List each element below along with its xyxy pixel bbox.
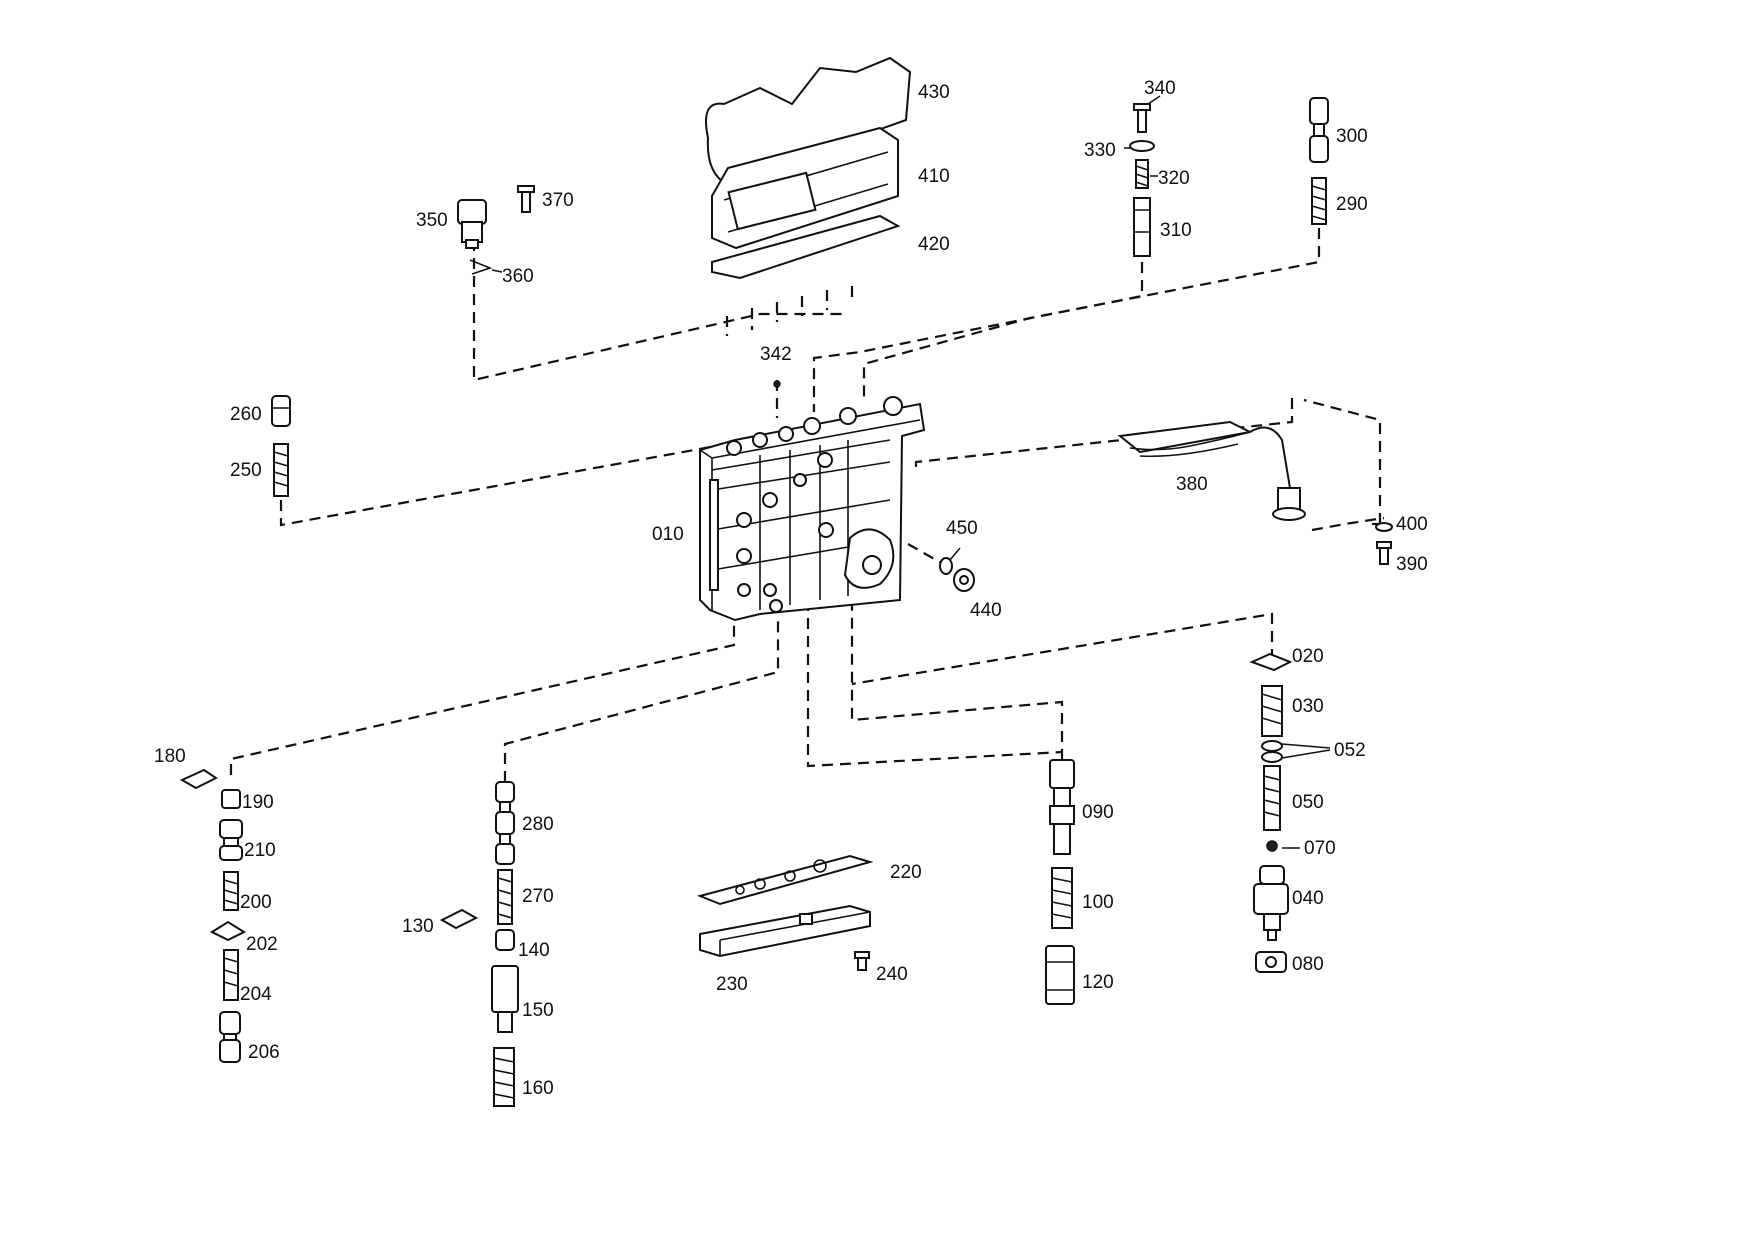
callout-220: 220 [890, 862, 922, 883]
valve-spool-icon [1309, 97, 1329, 163]
pin-icon [773, 380, 781, 388]
cover-icon [711, 126, 899, 250]
callout-210: 210 [244, 840, 276, 861]
cover-plate-icon [699, 904, 871, 958]
ball-icon [1266, 840, 1278, 852]
shim-icon [1261, 740, 1283, 763]
callout-330: 330 [1084, 140, 1116, 161]
screw-icon [1376, 541, 1392, 565]
screw-icon [854, 951, 870, 971]
plug-icon [953, 568, 975, 592]
part-callouts: 430 410 420 342 350 370 360 340 330 320 … [154, 78, 1428, 1099]
spring-icon [497, 869, 513, 925]
retainer-plate-icon [179, 768, 218, 790]
spring-icon [493, 1047, 515, 1107]
gasket-icon [711, 214, 901, 280]
callout-310: 310 [1160, 220, 1192, 241]
callout-120: 120 [1082, 972, 1114, 993]
callout-100: 100 [1082, 892, 1114, 913]
spring-icon [1263, 765, 1281, 831]
piston-icon [491, 965, 519, 1033]
plug-icon [271, 395, 291, 427]
plug-icon [1045, 945, 1075, 1005]
callout-370: 370 [542, 190, 574, 211]
callout-380: 380 [1176, 474, 1208, 495]
spring-icon [223, 949, 239, 1001]
callout-150: 150 [522, 1000, 554, 1021]
plate-icon [1249, 652, 1293, 672]
valve-spool-icon [219, 1011, 241, 1063]
spring-icon [273, 443, 289, 497]
valve-icon [1253, 865, 1289, 941]
spring-icon [223, 871, 239, 911]
gasket-frame-icon [705, 56, 912, 186]
nut-icon [1255, 951, 1287, 973]
valve-body-icon [699, 396, 926, 622]
callout-050: 050 [1292, 792, 1324, 813]
plug-icon [495, 929, 515, 951]
callout-080: 080 [1292, 954, 1324, 975]
callout-200: 200 [240, 892, 272, 913]
callout-260: 260 [230, 404, 262, 425]
callout-360: 360 [502, 266, 534, 287]
spring-icon [1311, 177, 1327, 225]
callout-202: 202 [246, 934, 278, 955]
callout-400: 400 [1396, 514, 1428, 535]
callout-190: 190 [242, 792, 274, 813]
callout-010: 010 [652, 524, 684, 545]
piston-icon [1133, 197, 1151, 257]
callout-300: 300 [1336, 126, 1368, 147]
callout-342: 342 [760, 344, 792, 365]
callout-250: 250 [230, 460, 262, 481]
piston-icon [1049, 759, 1075, 855]
plate-icon [209, 920, 247, 942]
sensor-icon [457, 199, 487, 249]
callout-140: 140 [518, 940, 550, 961]
screw-icon [517, 185, 535, 213]
callout-430: 430 [918, 82, 950, 103]
callout-270: 270 [522, 886, 554, 907]
valve-spool-icon [495, 781, 515, 865]
callout-070: 070 [1304, 838, 1336, 859]
spring-icon [1051, 867, 1073, 929]
washer-icon [1129, 140, 1155, 152]
callout-440: 440 [970, 600, 1002, 621]
plug-icon [221, 789, 241, 809]
callout-180: 180 [154, 746, 186, 767]
callout-130: 130 [402, 916, 434, 937]
callout-420: 420 [918, 234, 950, 255]
o-ring-icon [939, 557, 953, 575]
label-leaders [491, 95, 1331, 849]
callout-052: 052 [1334, 740, 1366, 761]
screw-icon [1133, 103, 1151, 133]
intermediate-plate-icon [696, 854, 874, 906]
callout-230: 230 [716, 974, 748, 995]
callout-206: 206 [248, 1042, 280, 1063]
callout-340: 340 [1144, 78, 1176, 99]
callout-204: 204 [240, 984, 272, 1005]
washer-icon [1375, 522, 1393, 532]
spring-icon [1135, 159, 1149, 189]
callout-290: 290 [1336, 194, 1368, 215]
callout-450: 450 [946, 518, 978, 539]
callout-280: 280 [522, 814, 554, 835]
retainer-plate-icon [439, 908, 479, 930]
callout-410: 410 [918, 166, 950, 187]
spring-icon [1261, 685, 1283, 737]
callout-160: 160 [522, 1078, 554, 1099]
callout-240: 240 [876, 964, 908, 985]
callout-090: 090 [1082, 802, 1114, 823]
callout-020: 020 [1292, 646, 1324, 667]
callout-030: 030 [1292, 696, 1324, 717]
callout-040: 040 [1292, 888, 1324, 909]
callout-390: 390 [1396, 554, 1428, 575]
clip-icon [469, 259, 493, 275]
wiring-harness-icon [1117, 420, 1306, 521]
callout-350: 350 [416, 210, 448, 231]
valve-spool-icon [219, 819, 243, 861]
callout-320: 320 [1158, 168, 1190, 189]
